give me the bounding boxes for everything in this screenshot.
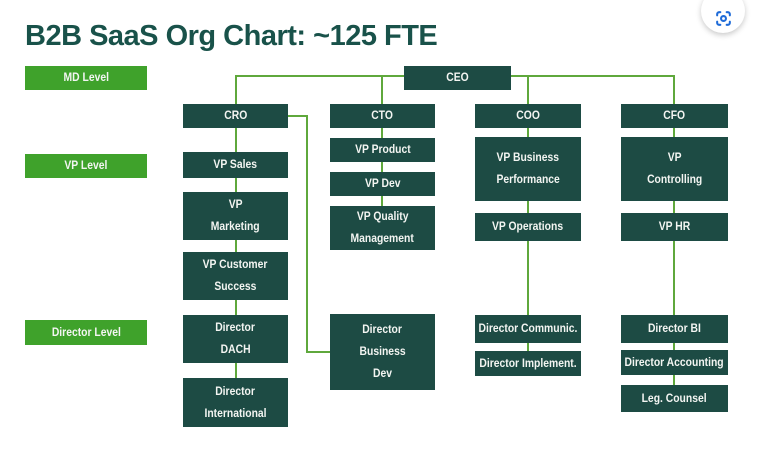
- org-node-leg-counsel: Leg. Counsel: [621, 385, 728, 412]
- legend-label: Director Level: [51, 326, 121, 339]
- org-node-coo: COO: [475, 104, 581, 128]
- org-node-label: VP Sales: [213, 159, 258, 171]
- connector-spine-cto: [381, 128, 383, 208]
- org-node-label: VP Business: [496, 152, 560, 164]
- connector-cro-bizdev-h2: [306, 351, 332, 353]
- connector-drop-cto: [381, 75, 383, 104]
- org-node-vp-dev: VP Dev: [330, 172, 435, 196]
- connector-cro-bizdev-h1: [288, 115, 308, 117]
- legend-md-level: MD Level: [25, 66, 147, 90]
- org-node-vp-controlling: VP Controlling: [621, 137, 728, 201]
- org-node-label: VP Product: [354, 144, 411, 156]
- org-node-label: Director: [362, 324, 403, 336]
- connector-drop-coo: [527, 75, 529, 104]
- org-node-label: Director BI: [648, 323, 701, 335]
- org-node-vp-hr: VP HR: [621, 213, 728, 241]
- org-node-label: CFO: [663, 110, 686, 122]
- legend-director-level: Director Level: [25, 320, 147, 345]
- org-node-label: Performance: [496, 174, 560, 186]
- connector-cro-bizdev-v: [306, 115, 308, 353]
- connector-drop-cro: [235, 75, 237, 104]
- org-node-ceo: CEO: [404, 66, 511, 90]
- legend-vp-level: VP Level: [25, 154, 147, 178]
- connector-spine-cfo: [673, 128, 675, 387]
- org-node-label: VP Dev: [364, 178, 401, 190]
- org-node-label: Management: [350, 233, 415, 245]
- org-node-cro: CRO: [183, 104, 288, 128]
- org-node-label: COO: [516, 110, 540, 122]
- org-node-director-bi: Director BI: [621, 315, 728, 343]
- org-node-label: Success: [214, 281, 257, 293]
- connector-drop-cfo: [673, 75, 675, 104]
- org-node-label: Leg. Counsel: [642, 392, 707, 405]
- org-node-vp-product: VP Product: [330, 138, 435, 162]
- org-node-director-implement: Director Implement.: [475, 351, 581, 376]
- page-title: B2B SaaS Org Chart: ~125 FTE: [25, 20, 438, 52]
- visual-search-button[interactable]: [701, 0, 745, 33]
- org-node-label: Business: [359, 346, 406, 358]
- org-node-cfo: CFO: [621, 104, 728, 128]
- org-node-label: Director Implement.: [479, 357, 577, 370]
- org-node-label: VP: [667, 152, 682, 164]
- org-node-label: Dev: [372, 368, 392, 380]
- org-node-label: DACH: [220, 344, 251, 356]
- org-node-vp-operations: VP Operations: [475, 213, 581, 241]
- org-node-label: Marketing: [211, 221, 260, 233]
- org-node-label: Controlling: [646, 174, 703, 186]
- org-node-label: Director Accounting: [624, 356, 725, 369]
- legend-label: MD Level: [63, 72, 109, 84]
- org-node-label: Director: [215, 322, 256, 334]
- org-node-label: Director: [215, 385, 256, 398]
- org-node-label: VP HR: [658, 221, 691, 233]
- org-node-label: CEO: [446, 72, 469, 84]
- visual-search-lens-icon: [715, 11, 731, 26]
- org-node-label: International: [204, 407, 267, 420]
- org-node-vp-marketing: VP Marketing: [183, 192, 288, 240]
- org-node-label: VP: [228, 199, 243, 211]
- org-node-cto: CTO: [330, 104, 435, 128]
- org-node-label: CRO: [223, 110, 248, 122]
- org-node-label: VP Operations: [492, 221, 564, 233]
- org-node-vp-sales: VP Sales: [183, 152, 288, 178]
- org-node-label: Director Communic.: [478, 323, 578, 335]
- org-node-label: VP Customer: [203, 259, 268, 271]
- org-node-director-accounting: Director Accounting: [621, 350, 728, 375]
- org-node-director-communic: Director Communic.: [475, 315, 581, 343]
- org-node-label: VP Quality: [356, 211, 409, 223]
- legend-label: VP Level: [64, 160, 108, 172]
- org-node-label: CTO: [371, 110, 394, 122]
